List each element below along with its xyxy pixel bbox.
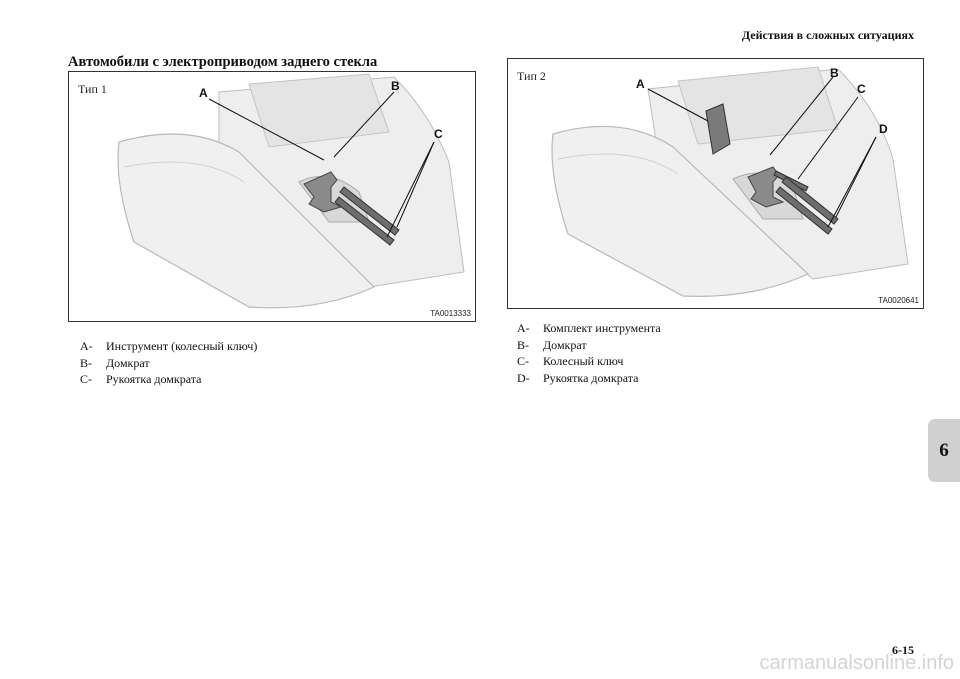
legend-text: Рукоятка домкрата [543, 370, 639, 385]
section-title: Автомобили с электроприводом заднего сте… [68, 54, 378, 70]
running-header: Действия в сложных ситуациях [741, 28, 914, 42]
callout-d: D [879, 122, 888, 136]
seat-illustration-type-1: A B C [117, 73, 465, 309]
watermark: carmanualsonline.info [759, 652, 954, 674]
figure-type-2: A B C D Тип 2 TA0020641 [507, 58, 924, 309]
page-number: 6-15 [892, 643, 914, 657]
legend-key: A- [80, 339, 93, 353]
legend-item: D- Рукоятка домкрата [517, 370, 661, 387]
seat-illustration-type-2: A B C D [551, 66, 909, 297]
figure-code: TA0013333 [430, 309, 471, 318]
legend-text: Домкрат [543, 337, 587, 352]
legend-key: B- [80, 355, 92, 370]
legend-text: Инструмент (колесный ключ) [106, 339, 258, 353]
legend-key: D- [517, 370, 530, 385]
legend-text: Колесный ключ [543, 354, 624, 368]
legend-item: A- Инструмент (колесный ключ) [80, 338, 257, 355]
legend-key: B- [517, 337, 529, 352]
callout-a: A [199, 86, 208, 100]
legend-item: C- Колесный ключ [517, 353, 661, 370]
figure-type-1: A B C Тип 1 TA0013333 [68, 71, 476, 322]
legend-key: C- [80, 372, 92, 386]
callout-b: B [391, 79, 400, 93]
legend-type-2: A- Комплект инструмента B- Домкрат C- Ко… [517, 320, 661, 386]
legend-item: A- Комплект инструмента [517, 320, 661, 337]
figure-type-label: Тип 2 [517, 69, 546, 83]
legend-type-1: A- Инструмент (колесный ключ) B- Домкрат… [80, 338, 257, 388]
legend-item: B- Домкрат [80, 355, 257, 372]
callout-c: C [434, 127, 443, 141]
figure-code: TA0020641 [878, 296, 919, 305]
legend-key: C- [517, 354, 529, 368]
legend-item: C- Рукоятка домкрата [80, 371, 257, 388]
legend-text: Комплект инструмента [543, 321, 661, 335]
legend-text: Рукоятка домкрата [106, 372, 202, 386]
callout-b: B [830, 66, 839, 80]
callout-c: C [857, 82, 866, 96]
legend-text: Домкрат [106, 355, 150, 370]
legend-item: B- Домкрат [517, 337, 661, 354]
figure-type-label: Тип 1 [78, 82, 107, 96]
callout-a: A [636, 77, 645, 91]
chapter-tab: 6 [928, 419, 960, 482]
legend-key: A- [517, 321, 530, 335]
